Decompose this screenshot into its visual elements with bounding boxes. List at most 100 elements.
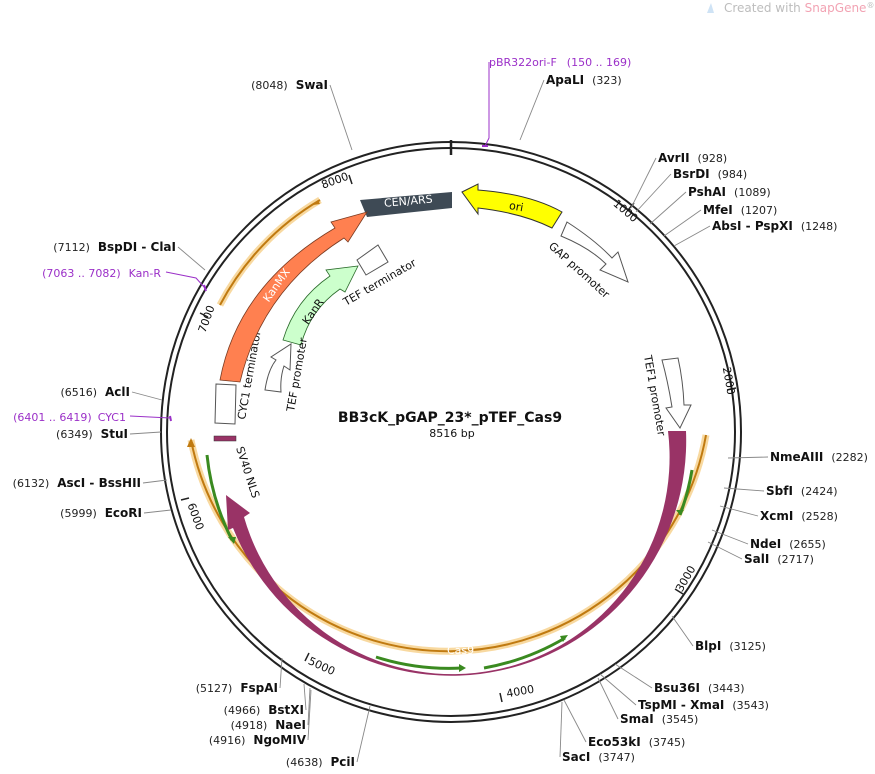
site-name: MfeI — [703, 203, 733, 217]
site-ndei[interactable]: NdeI(2655) — [750, 537, 826, 551]
site-leader-blpi — [671, 615, 694, 647]
site-acli[interactable]: (6516) AclI — [60, 385, 130, 399]
site-name: SacI — [562, 750, 590, 764]
site-name: BlpI — [695, 639, 721, 653]
site-leader-xcmi — [719, 505, 759, 517]
primer-pbr322ori-f[interactable]: pBR322ori-F(150 .. 169) — [489, 56, 631, 69]
site-eco53ki[interactable]: Eco53kI(3745) — [588, 735, 685, 749]
feature-cas9-label: Cas9 — [447, 644, 474, 657]
feature-sv40-nls-label: SV40 NLS — [233, 445, 262, 500]
site-name: BsrDI — [673, 167, 710, 181]
site-ecori[interactable]: (5999) EcoRI — [60, 506, 142, 520]
primer-kan-r[interactable]: (7063 .. 7082)Kan-R — [42, 267, 161, 280]
site-swai[interactable]: (8048)SwaI — [251, 78, 328, 92]
site-ngomiv[interactable]: (4916)NgoMIV — [209, 733, 307, 747]
tick-8000: 8000 — [320, 170, 351, 192]
site-name: EcoRI — [105, 506, 142, 520]
site-leader-asci-bsshii — [142, 479, 168, 484]
watermark-suffix: ® — [866, 1, 874, 10]
site-position: (2717) — [777, 553, 814, 566]
primer-cyc1[interactable]: (6401 .. 6419)CYC1 — [13, 411, 126, 424]
site-name: AvrII — [658, 151, 690, 165]
site-leader-smai — [597, 677, 619, 720]
site-position: (2528) — [801, 510, 838, 523]
cas9-orf-arc — [190, 434, 707, 653]
site-sali[interactable]: SalI (2717) — [744, 552, 814, 566]
site-position: (6132) — [13, 477, 50, 490]
site-name: PciI — [331, 755, 356, 769]
plasmid-size: 8516 bp — [429, 427, 474, 440]
tick-6000: 6000 — [185, 501, 207, 532]
site-pshai[interactable]: PshAI(1089) — [688, 185, 771, 199]
site-position: (2655) — [789, 538, 826, 551]
site-bspdi-clai[interactable]: (7112)BspDI - ClaI — [53, 240, 176, 254]
site-name: FspAI — [240, 681, 278, 695]
site-saci[interactable]: SacI (3747) — [562, 750, 635, 764]
feature-cas9[interactable] — [226, 431, 687, 676]
feature-cen-ars[interactable] — [360, 192, 452, 217]
snapgene-logo-icon — [707, 3, 714, 13]
feature-tef-terminator[interactable] — [356, 244, 389, 276]
site-absi-pspxi[interactable]: AbsI - PspXI(1248) — [712, 219, 837, 233]
site-mfei[interactable]: MfeI (1207) — [703, 203, 777, 217]
site-leader-bsrdi — [635, 173, 672, 213]
site-leader-eco53ki — [563, 699, 587, 743]
site-position: (7112) — [53, 241, 90, 254]
site-nmeaiii[interactable]: NmeAIII(2282) — [770, 450, 868, 464]
site-position: (8048) — [251, 79, 288, 92]
site-bsrdi[interactable]: BsrDI (984) — [673, 167, 747, 181]
site-name: AclI — [105, 385, 130, 399]
site-name: TspMI - XmaI — [638, 698, 724, 712]
site-position: (6516) — [60, 386, 97, 399]
site-stui[interactable]: (6349)StuI — [56, 427, 128, 441]
site-leader-absi-pspxi — [673, 225, 711, 247]
site-fspai[interactable]: (5127) FspAI — [196, 681, 278, 695]
site-name: SbfI — [766, 484, 793, 498]
site-name: NgoMIV — [253, 733, 306, 747]
site-apali[interactable]: ApaLI(323) — [546, 73, 622, 87]
site-position: (4918) — [231, 719, 268, 732]
feature-kanr[interactable] — [282, 265, 359, 346]
site-position: (1207) — [741, 204, 778, 217]
tick-2000: 2000 — [720, 366, 738, 396]
site-avrii[interactable]: AvrII(928) — [658, 151, 727, 165]
site-xcmi[interactable]: XcmI(2528) — [760, 509, 838, 523]
site-leader-pcii — [356, 705, 371, 763]
site-position: (984) — [718, 168, 748, 181]
feature-tef1-promoter[interactable] — [661, 357, 692, 429]
feature-tef-promoter[interactable] — [264, 343, 292, 393]
feature-kanmx[interactable] — [219, 211, 368, 383]
site-position: (3747) — [598, 751, 635, 764]
site-smai[interactable]: SmaI(3545) — [620, 712, 698, 726]
site-name: Eco53kI — [588, 735, 641, 749]
watermark: Created with SnapGene® — [707, 1, 874, 15]
site-name: PshAI — [688, 185, 726, 199]
site-bsu36i[interactable]: Bsu36I(3443) — [654, 681, 745, 695]
watermark-brand: SnapGene — [805, 1, 867, 15]
site-position: (3543) — [732, 699, 769, 712]
site-leader-sbfi — [723, 487, 765, 492]
site-name: AbsI - PspXI — [712, 219, 793, 233]
feature-cyc1-terminator[interactable] — [214, 383, 237, 425]
feature-ori[interactable] — [461, 183, 563, 229]
site-asci-bsshii[interactable]: (6132)AscI - BssHII — [13, 476, 141, 490]
site-position: (5999) — [60, 507, 97, 520]
site-blpi[interactable]: BlpI(3125) — [695, 639, 766, 653]
site-naei[interactable]: (4918) NaeI — [231, 718, 306, 732]
site-leader-swai — [329, 84, 353, 151]
translation-arrows — [205, 454, 694, 672]
site-position: (5127) — [196, 682, 233, 695]
site-name: StuI — [101, 427, 128, 441]
site-bstxi[interactable]: (4966)BstXI — [224, 703, 304, 717]
restriction-sites: (8048)SwaI ApaLI(323) AvrII(928) BsrDI (984)… — [13, 73, 868, 769]
feature-gap-promoter[interactable] — [560, 221, 629, 283]
feature-sv40-nls[interactable] — [213, 435, 237, 442]
site-leader-nmeaiii — [727, 456, 769, 459]
site-tspmi-xmai[interactable]: TspMI - XmaI (3543) — [638, 698, 769, 712]
site-sbfi[interactable]: SbfI(2424) — [766, 484, 838, 498]
site-name: SalI — [744, 552, 769, 566]
feature-cen-ars-label: CEN/ARS — [383, 193, 433, 210]
site-name: NaeI — [275, 718, 306, 732]
site-pcii[interactable]: (4638)PciI — [286, 755, 355, 769]
